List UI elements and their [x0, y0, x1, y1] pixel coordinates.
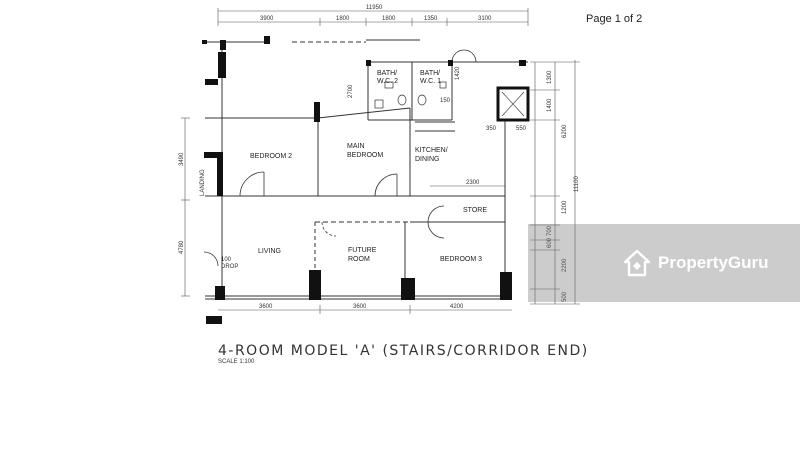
drop-label-line1: 100 [221, 257, 232, 263]
plan-scale: SCALE 1:100 [218, 359, 255, 365]
dim-right-5: 700 [547, 225, 553, 236]
kitchen-label-line2: DINING [415, 156, 440, 163]
drop-label-line2: DROP [221, 264, 238, 270]
dim-left-1: 3490 [179, 152, 185, 166]
dim-top-4: 1350 [424, 16, 438, 22]
door-swings [203, 49, 477, 267]
dim-left-2: 4780 [179, 240, 185, 254]
dim-right-7: 2200 [562, 258, 568, 272]
main-bedroom-label-line1: MAIN [347, 143, 365, 150]
dim-kitchen-depth: 2700 [348, 84, 354, 98]
dim-bath-2: 150 [440, 98, 451, 104]
dim-bottom-3: 4200 [450, 304, 464, 310]
watermark: PropertyGuru [528, 224, 800, 302]
living-label: LIVING [258, 248, 281, 255]
dim-right-1: 1300 [547, 70, 553, 84]
bedroom3-label: BEDROOM 3 [440, 256, 482, 263]
dim-overall-top: 11950 [366, 5, 383, 11]
kitchen-label-line1: KITCHEN/ [415, 147, 448, 154]
plan-title: 4-ROOM MODEL 'A' (STAIRS/CORRIDOR END) [218, 343, 589, 359]
future-room-label-line2: ROOM [348, 256, 370, 263]
dim-bottom-1: 3600 [259, 304, 273, 310]
dim-top-2: 1800 [336, 16, 350, 22]
dim-right-2: 1400 [547, 98, 553, 112]
dim-right-6: 600 [547, 237, 553, 248]
dim-store-width: 2300 [466, 180, 480, 186]
dim-small-2: 550 [516, 126, 527, 132]
bath1-label-line1: BATH/ [420, 70, 440, 77]
future-room-label-line1: FUTURE [348, 247, 377, 254]
propertyguru-logo-icon [623, 249, 651, 277]
store-label: STORE [463, 207, 487, 214]
bath2-label-line1: BATH/ [377, 70, 397, 77]
dim-overall-right: 11100 [574, 176, 580, 192]
dim-top-3: 1800 [382, 16, 396, 22]
dim-top-5: 3100 [478, 16, 492, 22]
walls-thin [205, 39, 528, 300]
shaft-mark [501, 91, 525, 117]
bedroom2-label: BEDROOM 2 [250, 153, 292, 160]
dim-bath-1: 1420 [455, 66, 461, 80]
landing-label: LANDING [200, 169, 206, 196]
dim-bottom-2: 3600 [353, 304, 367, 310]
bath1-label-line2: W.C. 1 [420, 78, 441, 85]
watermark-brand: PropertyGuru [658, 253, 769, 272]
walls-thick [202, 36, 530, 324]
dim-right-8: 500 [562, 291, 568, 302]
sanitary-fixtures [374, 81, 447, 109]
dim-top-1: 3900 [260, 16, 274, 22]
dim-right-4: 1200 [562, 200, 568, 214]
dim-right-3: 6200 [562, 124, 568, 138]
page-indicator: Page 1 of 2 [586, 13, 643, 25]
main-bedroom-label-line2: BEDROOM [347, 152, 383, 159]
dim-small-1: 350 [486, 126, 497, 132]
bath2-label-line2: W.C. 2 [377, 78, 398, 85]
dimension-lines [181, 8, 580, 314]
